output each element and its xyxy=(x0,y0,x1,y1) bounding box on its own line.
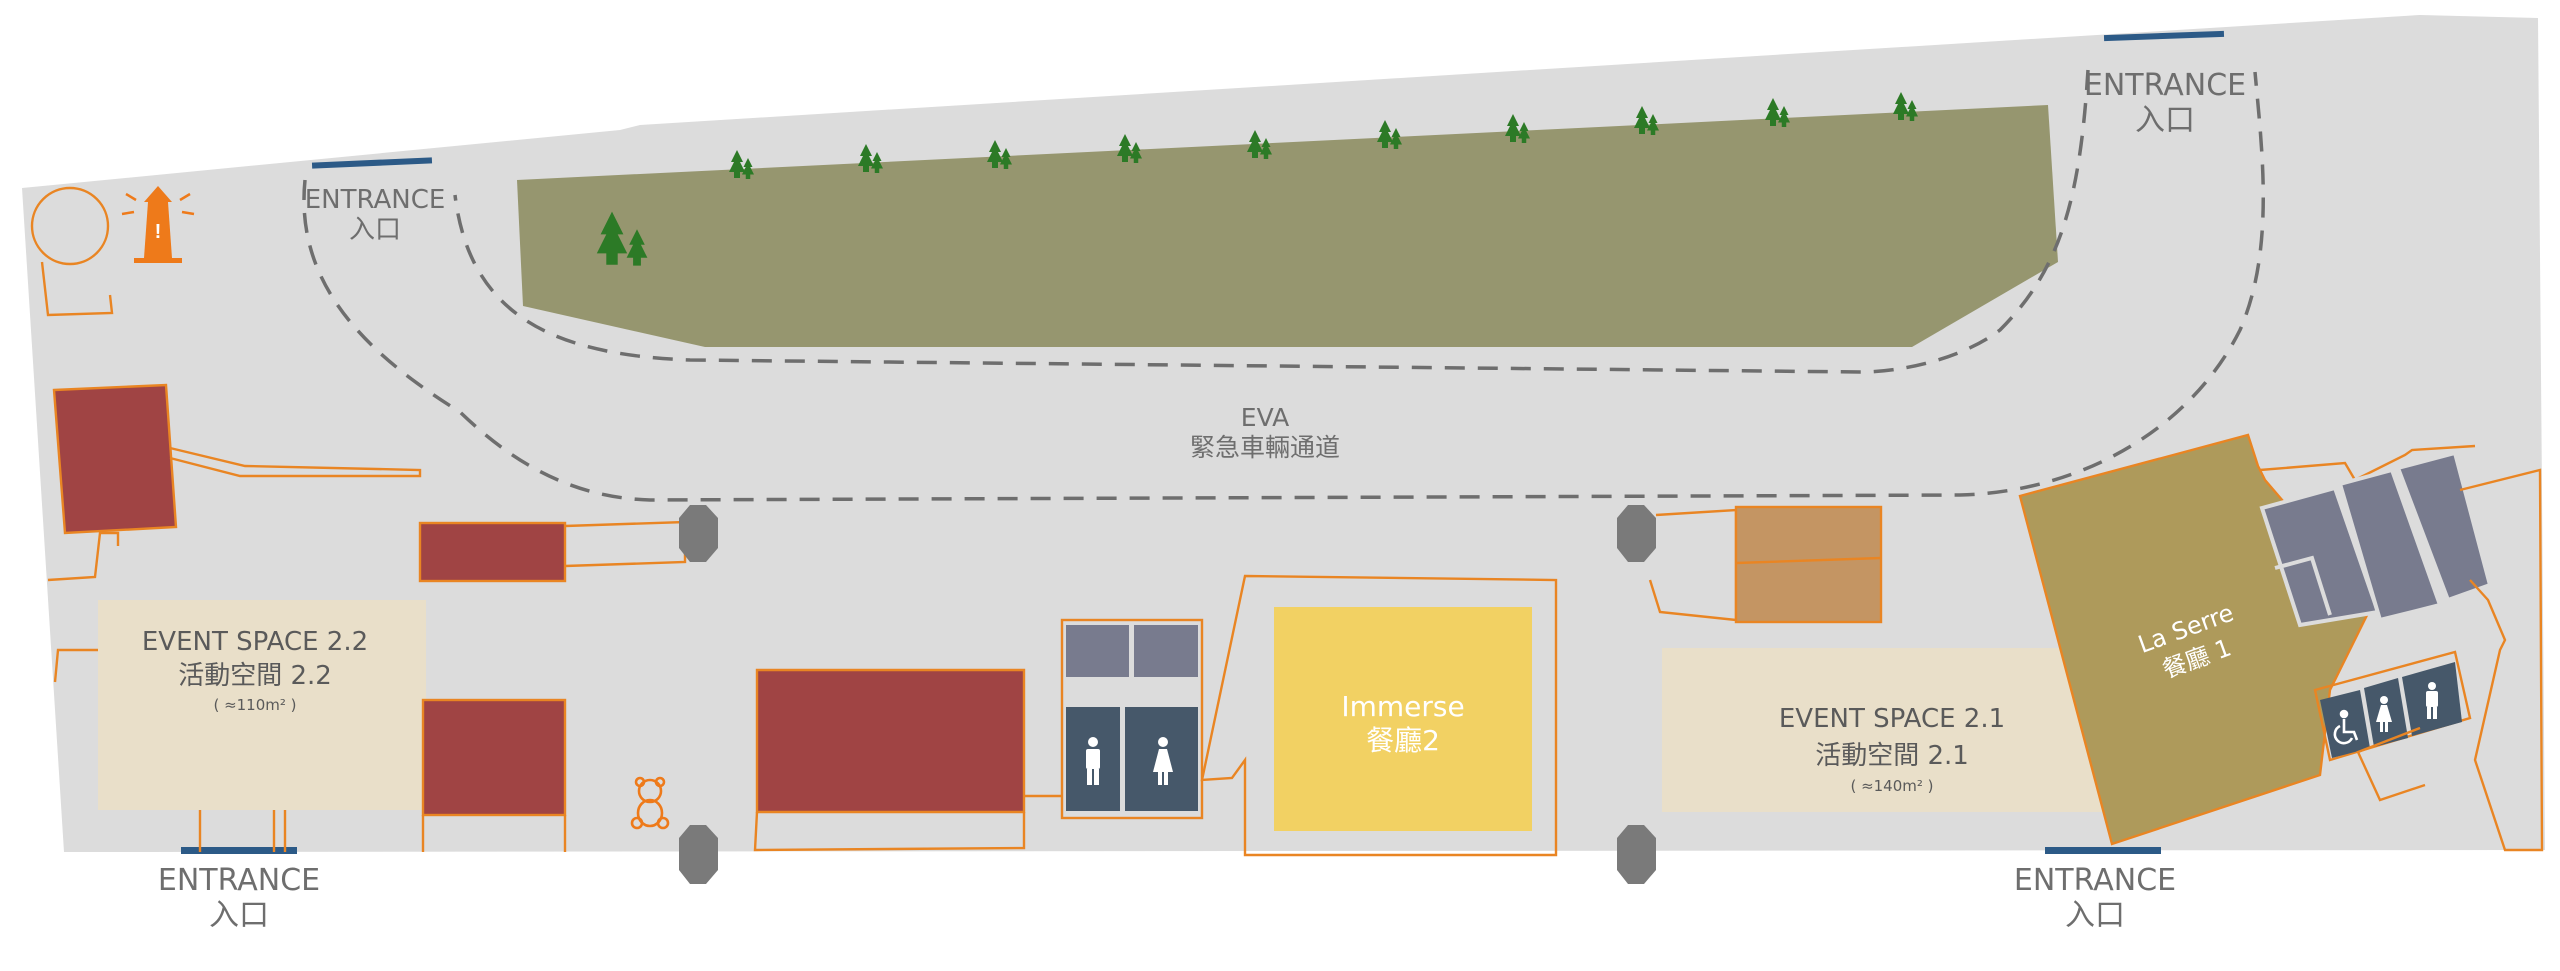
female-toilet-icon xyxy=(2376,696,2392,732)
building-west-upper xyxy=(52,383,178,535)
svg-text:!: ! xyxy=(155,221,162,243)
immerse-label: Immerse 餐廳2 xyxy=(1341,690,1464,757)
storage-building xyxy=(1734,505,1883,624)
pillar xyxy=(1617,505,1656,562)
accessible-toilet-icon xyxy=(2333,709,2359,745)
male-toilet-icon xyxy=(1086,737,1100,785)
entrance-label-zh: 入口 xyxy=(209,898,269,933)
entrance-label-south-west: ENTRANCE 入口 xyxy=(158,863,320,933)
event-space-2-2-title-en: EVENT SPACE 2.2 xyxy=(142,627,368,657)
grey-room xyxy=(1134,625,1198,677)
event-space-2-1-label: EVENT SPACE 2.1 活動空間 2.1 ( ≈140m² ) xyxy=(1779,704,2005,795)
lighthouse-icon: ! xyxy=(121,186,195,263)
pillar xyxy=(679,825,718,884)
storage-divider xyxy=(1735,556,1882,565)
entrance-bar xyxy=(311,157,433,169)
building-central xyxy=(755,668,1026,814)
event-space-2-2[interactable] xyxy=(98,600,426,810)
lawn-area xyxy=(517,105,2058,347)
entrance-label-north-west: ENTRANCE 入口 xyxy=(305,185,446,245)
teddy-bear-icon xyxy=(630,776,670,830)
building-mid-west-upper xyxy=(418,521,567,583)
event-space-2-2-area: ( ≈110m² ) xyxy=(213,696,296,714)
immerse-title-zh: 餐廳2 xyxy=(1366,724,1440,757)
entrance-label-zh: 入口 xyxy=(2065,898,2125,933)
entrance-label-south-east: ENTRANCE 入口 xyxy=(2014,863,2176,933)
eva-label: EVA 緊急車輛通道 xyxy=(1190,403,1340,462)
entrance-label-zh: 入口 xyxy=(349,215,401,245)
grey-room xyxy=(1066,625,1129,677)
immerse-outline xyxy=(1200,574,1558,857)
male-toilet-icon xyxy=(2426,682,2438,719)
pillar xyxy=(679,505,718,562)
event-space-2-1[interactable] xyxy=(1662,648,2102,812)
event-space-2-2-title-zh: 活動空間 2.2 xyxy=(178,661,332,691)
immerse-restaurant[interactable] xyxy=(1274,607,1532,831)
entrance-bar xyxy=(181,847,297,854)
building-mid-west-lower xyxy=(421,698,567,817)
path-outline xyxy=(169,446,422,478)
path-outline xyxy=(2356,726,2426,802)
east-washroom-block xyxy=(2313,650,2472,762)
round-feature-outline xyxy=(30,186,110,266)
path-outline xyxy=(40,261,114,317)
path-outline xyxy=(753,811,1026,852)
eva-route xyxy=(302,69,2265,502)
east-grey-rooms xyxy=(2259,444,2493,628)
event-space-2-1-area: ( ≈140m² ) xyxy=(1850,777,1933,795)
event-space-2-1-title-zh: 活動空間 2.1 xyxy=(1815,741,1969,771)
entrance-label-north-east: ENTRANCE 入口 xyxy=(2084,68,2246,138)
washroom-block-outline xyxy=(1060,618,1204,820)
entrance-label-en: ENTRANCE xyxy=(2014,863,2176,898)
event-space-2-1-title-en: EVENT SPACE 2.1 xyxy=(1779,704,2005,734)
path-outline xyxy=(47,531,120,582)
immerse-title-en: Immerse xyxy=(1341,690,1464,723)
pillar xyxy=(1617,825,1656,884)
entrance-label-zh: 入口 xyxy=(2135,103,2195,138)
entrance-label-en: ENTRANCE xyxy=(305,185,446,215)
path-outline xyxy=(2459,468,2544,852)
eva-label-zh: 緊急車輛通道 xyxy=(1190,433,1340,462)
eva-label-en: EVA xyxy=(1241,403,1289,432)
event-space-2-2-label: EVENT SPACE 2.2 活動空間 2.2 ( ≈110m² ) xyxy=(142,627,368,714)
entrance-label-en: ENTRANCE xyxy=(158,863,320,898)
entrance-bar xyxy=(2045,847,2161,854)
female-toilet-icon xyxy=(1153,737,1173,785)
entrance-bar xyxy=(2103,30,2225,42)
entrance-label-en: ENTRANCE xyxy=(2084,68,2246,103)
